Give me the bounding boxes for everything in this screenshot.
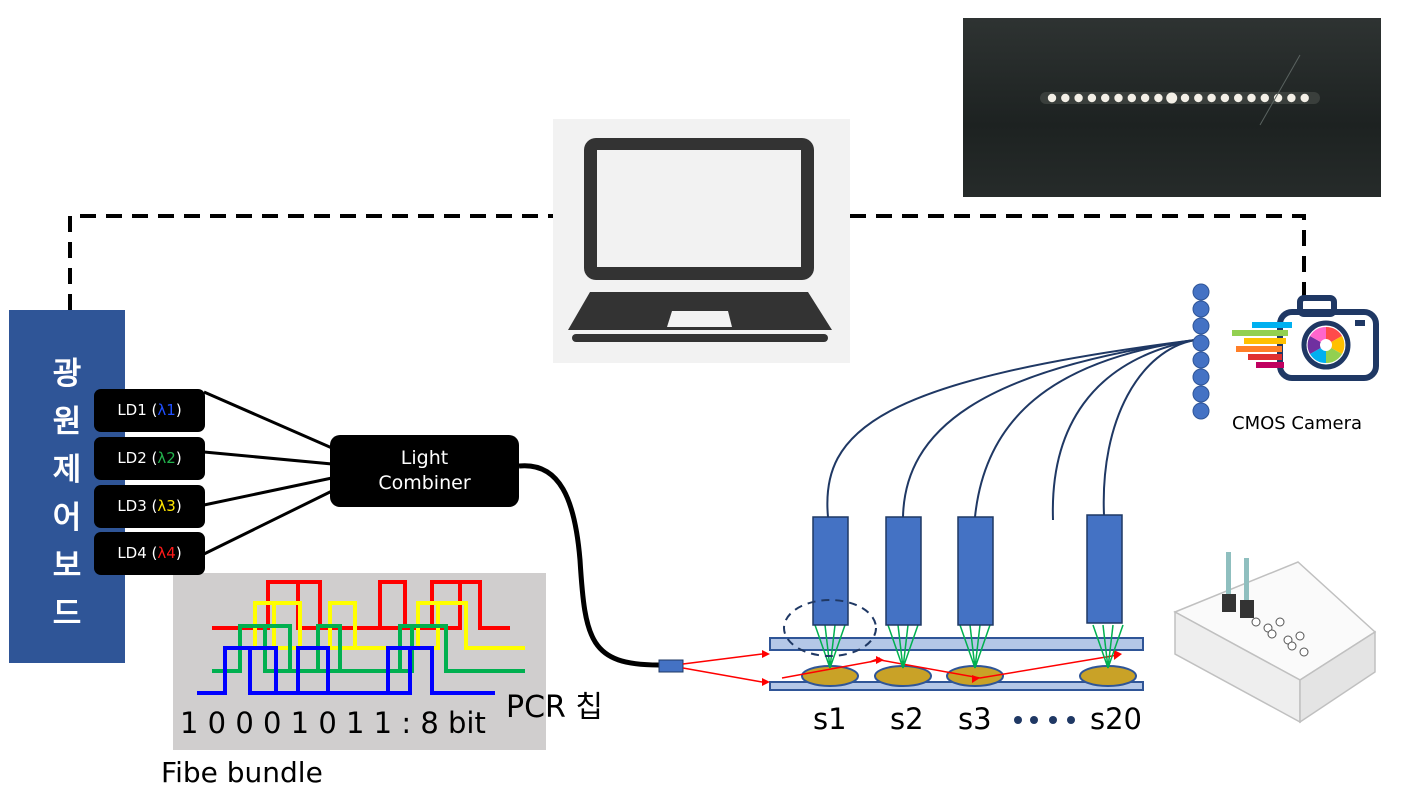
ellipsis-icon	[1014, 716, 1075, 724]
chip-top-plate	[769, 637, 1144, 651]
ld-suffix: )	[175, 449, 182, 467]
photo-spot	[1127, 93, 1137, 103]
ld-wavelength: λ2	[157, 449, 176, 467]
pcr-chip-label: PCR 칩	[506, 690, 604, 725]
waveform-blue-2	[248, 648, 412, 695]
photo-spot	[1287, 93, 1296, 103]
photo-spot	[1260, 93, 1270, 103]
photo-spot	[1074, 93, 1083, 103]
control-link-left	[68, 214, 553, 310]
fiber-array	[1192, 283, 1210, 420]
camera-icon	[1232, 295, 1379, 381]
photo-spot	[1234, 93, 1243, 103]
waveform-blue	[197, 646, 495, 695]
waveform-green	[212, 624, 525, 673]
light-combiner: Light Combiner	[330, 435, 519, 507]
photo-spot	[1247, 93, 1256, 103]
photo-spot	[1180, 93, 1190, 103]
laser-fibers	[203, 390, 333, 556]
sample-label-s3: s3	[958, 702, 992, 736]
combiner-line-1: Light	[400, 447, 449, 469]
board-char: 제	[52, 452, 82, 488]
board-char: 광	[52, 356, 82, 392]
ld-prefix: LD4 (	[117, 544, 158, 562]
camera-label: CMOS Camera	[1232, 413, 1363, 434]
signal-panel	[173, 573, 546, 750]
fiber-bundle-label: Fibe bundle	[161, 756, 323, 789]
board-char: 드	[52, 596, 82, 632]
laser-diode-1: LD1 (λ1)	[94, 389, 205, 432]
ld-prefix: LD1 (	[117, 401, 158, 419]
photo-spot	[1087, 93, 1097, 103]
fiber-coupler	[658, 659, 684, 673]
ld-suffix: )	[175, 401, 182, 419]
ld-prefix: LD2 (	[117, 449, 158, 467]
collection-fibers	[826, 339, 1196, 521]
camera-color-stripes	[1232, 322, 1292, 368]
detection-zone	[783, 599, 877, 657]
control-link-right	[850, 214, 1306, 296]
photo-spot	[1101, 93, 1110, 103]
detectors	[812, 514, 1123, 626]
photo-spot	[1300, 93, 1309, 103]
bit-sequence-label: 1 0 0 0 1 0 1 1 : 8 bit	[180, 706, 486, 740]
ld-wavelength: λ3	[157, 497, 176, 515]
board-char: 원	[52, 404, 82, 440]
photo-spot	[1154, 93, 1163, 103]
board-char: 보	[52, 548, 82, 584]
output-fiber	[518, 463, 660, 668]
photo-spot	[1166, 92, 1178, 104]
waveform-red	[212, 580, 510, 630]
photo-spot	[1220, 93, 1230, 103]
emission-light	[814, 624, 1124, 669]
photo-spot	[1061, 93, 1070, 103]
photo-spot	[1140, 93, 1150, 103]
photo-spot	[1114, 93, 1123, 103]
laser-diode-2: LD2 (λ2)	[94, 437, 205, 480]
excitation-light	[682, 653, 1119, 683]
pcr-device-icon	[1173, 552, 1377, 724]
signal-waveforms	[197, 580, 525, 695]
ld-wavelength: λ4	[157, 544, 176, 562]
ld-prefix: LD3 (	[117, 497, 158, 515]
camera-output-image	[963, 18, 1381, 197]
photo-spot	[1047, 93, 1057, 103]
sample-label-s2: s2	[890, 702, 924, 736]
ld-suffix: )	[175, 544, 182, 562]
laser-diode-4: LD4 (λ4)	[94, 532, 205, 575]
photo-spot	[1194, 93, 1203, 103]
photo-spot	[1273, 93, 1283, 103]
waveform-yellow	[238, 601, 525, 650]
laptop-icon	[568, 138, 832, 342]
board-char: 어	[52, 500, 82, 536]
combiner-line-2: Combiner	[378, 472, 471, 494]
sample-label-s1: s1	[813, 702, 847, 736]
ld-suffix: )	[175, 497, 182, 515]
ld-wavelength: λ1	[157, 401, 176, 419]
laser-diode-3: LD3 (λ3)	[94, 485, 205, 528]
photo-spot	[1207, 93, 1216, 103]
board-label: 광 원 제 어 보 드	[9, 350, 125, 638]
sample-label-s20: s20	[1090, 702, 1143, 736]
photo-spots	[1040, 54, 1320, 126]
